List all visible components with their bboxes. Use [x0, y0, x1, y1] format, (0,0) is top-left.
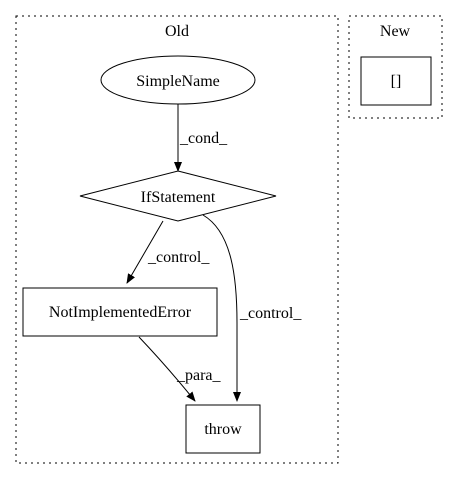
- node-not-implemented-error-shape: [22, 287, 218, 337]
- edge-para: _para_: [138, 336, 222, 402]
- cluster-old: Old: [15, 15, 339, 464]
- edge-control-to-error-line: [126, 220, 164, 284]
- node-throw-shape: [185, 404, 261, 454]
- edge-cond: _cond_: [174, 104, 228, 172]
- node-not-implemented-error[interactable]: NotImplementedError: [22, 287, 218, 337]
- edge-control-to-throw-label: _control_: [239, 305, 302, 322]
- cluster-new-label: New: [380, 23, 411, 40]
- node-brackets-shape: [360, 56, 432, 106]
- node-simple-name-label: SimpleName: [136, 73, 220, 90]
- node-brackets[interactable]: []: [360, 56, 432, 106]
- node-simple-name-shape: [100, 55, 256, 105]
- edge-control-to-throw-line: [202, 214, 241, 402]
- edge-para-line: [138, 336, 196, 402]
- node-if-statement-label: IfStatement: [141, 189, 216, 206]
- node-if-statement-shape: [79, 170, 277, 222]
- node-throw-label: throw: [204, 421, 242, 438]
- edge-cond-label: _cond_: [179, 130, 228, 147]
- edge-control-to-throw: _control_: [202, 214, 302, 402]
- edge-para-label: _para_: [176, 367, 222, 384]
- node-brackets-label: []: [391, 73, 402, 90]
- cluster-old-border: [15, 15, 339, 464]
- cluster-new-border: [348, 15, 443, 119]
- node-if-statement[interactable]: IfStatement: [79, 170, 277, 222]
- cluster-old-label: Old: [165, 23, 189, 40]
- node-simple-name[interactable]: SimpleName: [100, 55, 256, 105]
- node-throw[interactable]: throw: [185, 404, 261, 454]
- edge-control-to-error-label: _control_: [147, 249, 210, 266]
- edge-control-to-error: _control_: [126, 220, 210, 284]
- cluster-new: New: [348, 15, 443, 119]
- node-not-implemented-error-label: NotImplementedError: [49, 304, 192, 321]
